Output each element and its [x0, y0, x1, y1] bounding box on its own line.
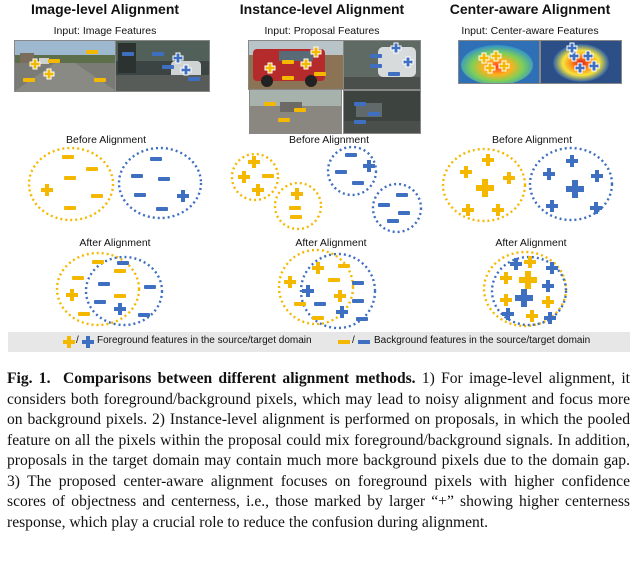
- after-label-col3: After Alignment: [495, 237, 567, 249]
- after-col2-diagram: [277, 248, 377, 330]
- photo-feature-markers: [23, 42, 600, 124]
- input-label-center-aware: Input: Center-aware Features: [461, 25, 599, 37]
- legend-source-dash-icon: [338, 340, 350, 344]
- column-title-center-aware: Center-aware Alignment: [449, 1, 611, 17]
- legend-background-text: Background features in the source/target…: [374, 335, 591, 346]
- input-image-source-heatmap: [458, 40, 540, 84]
- after-label-col2: After Alignment: [295, 237, 367, 249]
- figure-caption: Fig. 1. Comparisons between different al…: [7, 369, 630, 533]
- legend-target-plus-icon: [82, 336, 94, 348]
- before-label-col3: Before Alignment: [492, 134, 572, 146]
- input-image-target-street: [115, 40, 210, 92]
- alignment-diagram: [23, 42, 614, 330]
- legend-slash-background: /: [352, 335, 355, 346]
- after-col3-diagram: [482, 250, 568, 328]
- column-title-instance-level: Instance-level Alignment: [239, 1, 405, 17]
- legend-slash-foreground: /: [76, 335, 79, 346]
- before-col3-diagram: [441, 146, 614, 223]
- before-col1-diagram: [27, 146, 203, 222]
- before-label-col1: Before Alignment: [66, 134, 146, 146]
- after-col1-diagram: [55, 251, 164, 327]
- after-label-col1: After Alignment: [79, 237, 151, 249]
- caption-label: Fig. 1.: [7, 370, 51, 387]
- legend-bar: / Foreground features in the source/targ…: [8, 332, 630, 352]
- legend-target-dash-icon: [358, 340, 370, 344]
- input-label-image: Input: Image Features: [53, 25, 157, 37]
- before-label-col2: Before Alignment: [289, 134, 369, 146]
- input-image-source-road: [14, 40, 117, 92]
- input-label-proposal: Input: Proposal Features: [264, 25, 380, 37]
- input-image-target-car: [343, 40, 421, 90]
- legend-source-plus-icon: [63, 336, 75, 348]
- column-title-image-level: Image-level Alignment: [30, 1, 180, 17]
- legend-foreground-text: Foreground features in the source/target…: [97, 335, 312, 346]
- caption-heading: Comparisons between different alignment …: [63, 370, 416, 387]
- caption-body: 1) For image-level alignment, it conside…: [7, 370, 630, 531]
- before-col2-diagram: [230, 145, 423, 234]
